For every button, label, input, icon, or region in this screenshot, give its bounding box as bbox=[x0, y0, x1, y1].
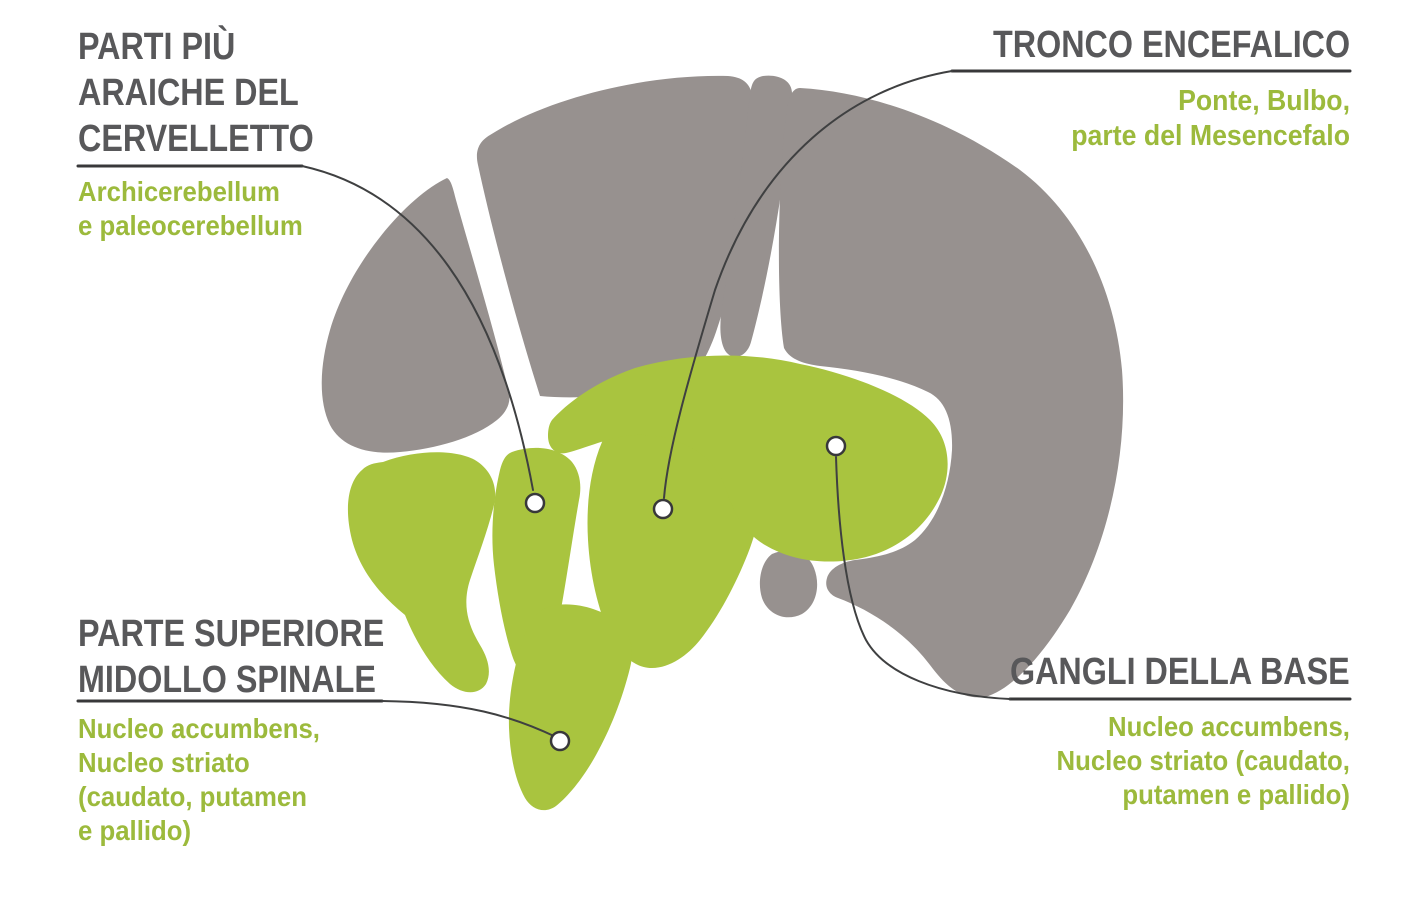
label-bottom-left-sub: Nucleo accumbens, Nucleo striato (caudat… bbox=[78, 712, 341, 848]
small-temporal-blob-shape bbox=[759, 550, 818, 618]
title-line: MIDOLLO SPINALE bbox=[78, 659, 376, 701]
label-top-right-subtitle: Ponte, Bulbo, parte del Mesencefalo bbox=[1071, 84, 1350, 154]
title-line: PARTE SUPERIORE bbox=[78, 613, 385, 655]
label-bottom-left-subtitle: Nucleo accumbens, Nucleo striato (caudat… bbox=[78, 712, 320, 848]
title-line: PARTI PIÙ bbox=[78, 26, 236, 68]
label-top-left-title: PARTI PIÙ ARAICHE DEL CERVELLETTO bbox=[78, 24, 314, 162]
subtitle-line: Nucleo striato (caudato, bbox=[1056, 745, 1350, 776]
subtitle-line: e paleocerebellum bbox=[78, 210, 303, 241]
parietal-sliver-shape bbox=[720, 75, 793, 357]
subtitle-line: Nucleo accumbens, bbox=[78, 713, 320, 744]
subtitle-line: Nucleo accumbens, bbox=[1108, 711, 1350, 742]
label-top-left: PARTI PIÙ ARAICHE DEL CERVELLETTO bbox=[78, 24, 355, 162]
label-top-left-sub: Archicerebellum e paleocerebellum bbox=[78, 175, 322, 243]
brainstem-piece-shape bbox=[508, 604, 632, 811]
subtitle-line: e pallido) bbox=[78, 815, 192, 846]
label-top-right-sub: Ponte, Bulbo, parte del Mesencefalo bbox=[1047, 84, 1350, 154]
marker-dot-mid-left bbox=[524, 492, 546, 514]
basal-mass-shape bbox=[548, 355, 948, 562]
title-line: CERVELLETTO bbox=[78, 118, 314, 160]
posterior-lobe-shape bbox=[778, 88, 1124, 698]
subtitle-line: Nucleo striato bbox=[78, 747, 250, 778]
subtitle-line: parte del Mesencefalo bbox=[1071, 120, 1350, 152]
frontal-lobe-shape bbox=[321, 178, 510, 453]
marker-dot-brainstem bbox=[549, 730, 571, 752]
subtitle-line: (caudato, putamen bbox=[78, 781, 308, 812]
label-bottom-right-title: GANGLI DELLA BASE bbox=[1010, 649, 1350, 695]
title-line: TRONCO ENCEFALICO bbox=[992, 24, 1350, 66]
top-lobe-shape bbox=[476, 75, 753, 398]
label-bottom-right-sub: Nucleo accumbens, Nucleo striato (caudat… bbox=[1031, 710, 1350, 812]
marker-dot-central bbox=[652, 498, 674, 520]
leader-line-cervelletto bbox=[301, 165, 534, 491]
marker-dot-basal bbox=[825, 435, 847, 457]
label-bottom-right: GANGLI DELLA BASE bbox=[950, 649, 1350, 695]
label-top-left-subtitle: Archicerebellum e paleocerebellum bbox=[78, 175, 303, 243]
subtitle-line: Archicerebellum bbox=[78, 176, 280, 207]
leader-line-tronco bbox=[663, 70, 953, 499]
leader-line-midollo bbox=[381, 700, 557, 738]
label-bottom-left: PARTE SUPERIORE MIDOLLO SPINALE bbox=[78, 611, 438, 703]
leader-line-gangli bbox=[835, 456, 1011, 700]
title-line: ARAICHE DEL bbox=[78, 72, 299, 114]
label-bottom-left-title: PARTE SUPERIORE MIDOLLO SPINALE bbox=[78, 611, 384, 703]
subtitle-line: putamen e pallido) bbox=[1122, 779, 1350, 810]
label-bottom-right-subtitle: Nucleo accumbens, Nucleo striato (caudat… bbox=[1057, 710, 1350, 812]
subtitle-line: Ponte, Bulbo, bbox=[1178, 85, 1350, 117]
label-top-right: TRONCO ENCEFALICO bbox=[930, 22, 1350, 68]
title-line: GANGLI DELLA BASE bbox=[1010, 651, 1350, 693]
cerebellum-blob-shape bbox=[347, 452, 496, 693]
label-top-right-title: TRONCO ENCEFALICO bbox=[993, 22, 1350, 68]
